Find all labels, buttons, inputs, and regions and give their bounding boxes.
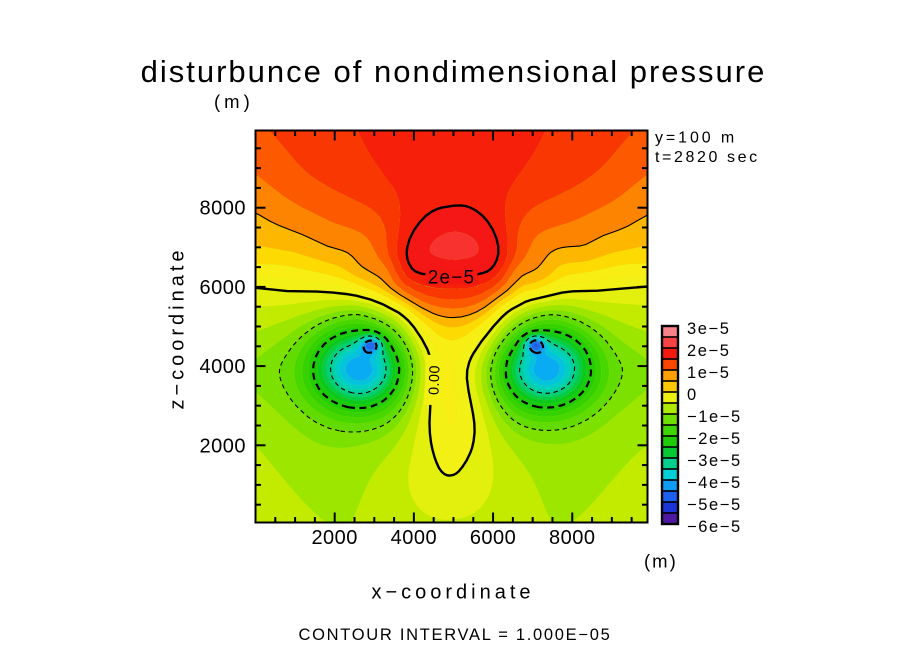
svg-text:0: 0 [687, 386, 698, 404]
svg-text:−3e−5: −3e−5 [687, 452, 742, 470]
svg-text:−6e−5: −6e−5 [687, 518, 742, 536]
svg-text:2000: 2000 [200, 435, 247, 457]
svg-text:t=2820 sec: t=2820 sec [655, 149, 760, 166]
svg-text:2e−5: 2e−5 [428, 268, 476, 289]
svg-text:0.00: 0.00 [426, 365, 443, 395]
svg-text:2e−5: 2e−5 [687, 342, 731, 360]
svg-text:−4e−5: −4e−5 [687, 474, 742, 492]
svg-text:CONTOUR INTERVAL = 1.000E−0: CONTOUR INTERVAL = 1.000E−05 [299, 626, 612, 644]
svg-text:8000: 8000 [549, 527, 596, 549]
svg-text:y=100 m: y=100 m [655, 130, 737, 147]
svg-text:−5e−5: −5e−5 [687, 496, 742, 514]
svg-text:z−coordinate: z−coordinate [167, 246, 189, 409]
svg-text:4000: 4000 [391, 527, 438, 549]
svg-text:−2e−5: −2e−5 [687, 430, 742, 448]
svg-text:2000: 2000 [311, 527, 358, 549]
svg-text:6000: 6000 [200, 277, 247, 299]
svg-text:(m): (m) [644, 551, 678, 572]
svg-text:−1e−5: −1e−5 [687, 408, 742, 426]
svg-text:x−coordinate: x−coordinate [371, 582, 534, 604]
svg-text:4000: 4000 [200, 356, 247, 378]
svg-text:1e−5: 1e−5 [687, 364, 731, 382]
svg-text:8000: 8000 [200, 198, 247, 220]
svg-text:6000: 6000 [470, 527, 517, 549]
svg-text:disturbunce of nondimensiona: disturbunce of nondimensional pressure [141, 54, 767, 89]
svg-text:3e−5: 3e−5 [687, 320, 731, 338]
svg-text:(m): (m) [214, 91, 254, 112]
